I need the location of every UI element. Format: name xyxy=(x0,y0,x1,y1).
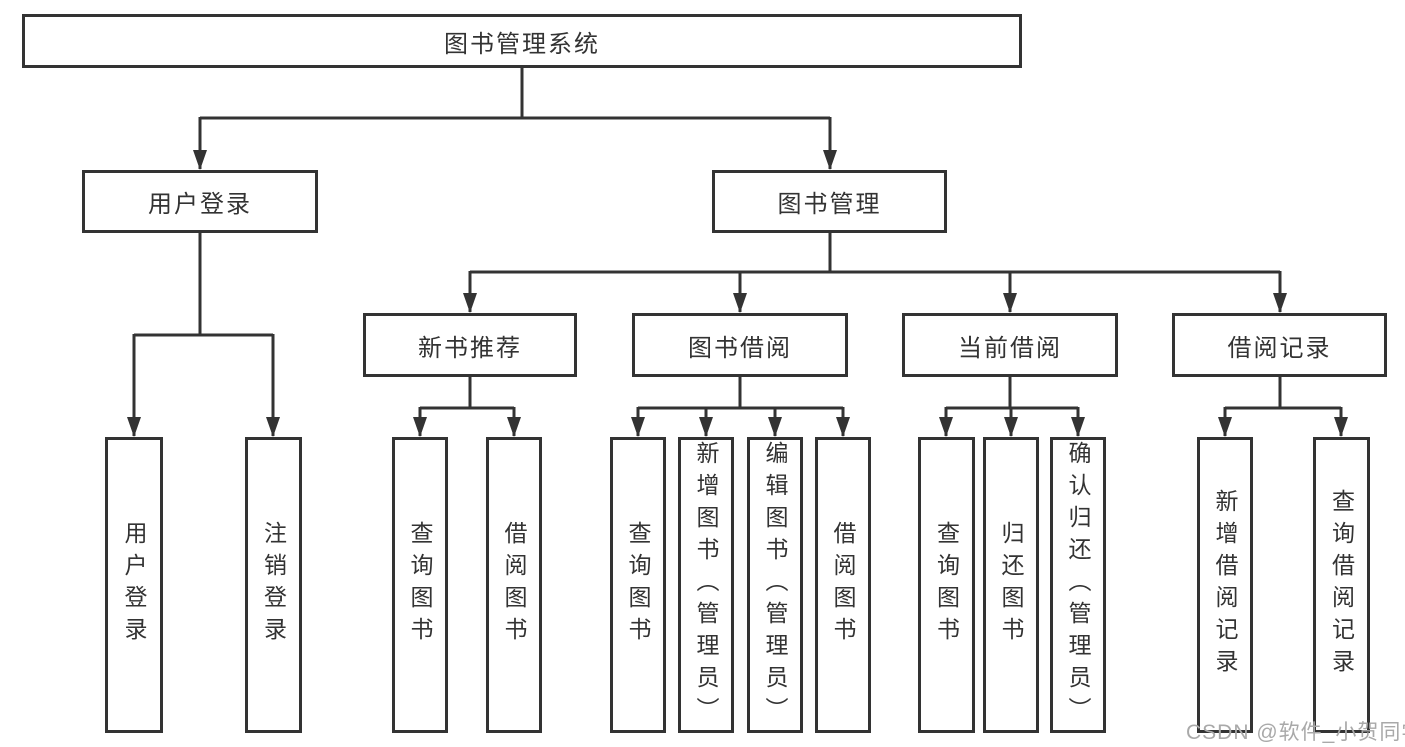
edge-new-book-branch xyxy=(420,377,514,410)
watermark: CSDN @软件_小贺同学 xyxy=(1186,721,1405,744)
node-bb-add-book: 新增图书（管理员） xyxy=(678,437,734,733)
node-logout-leaf: 注销登录 xyxy=(245,437,302,733)
node-book-management: 图书管理 xyxy=(712,170,947,233)
edge-current-borrow-branch xyxy=(946,377,1078,410)
node-nb-query-book: 查询图书 xyxy=(392,437,448,733)
node-nb-borrow-book: 借阅图书 xyxy=(486,437,542,733)
edge-borrow-records-branch xyxy=(1225,377,1341,410)
edge-book-borrow-branch xyxy=(638,377,843,410)
node-cb-query-book: 查询图书 xyxy=(918,437,975,733)
node-bb-borrow-book: 借阅图书 xyxy=(815,437,871,733)
node-bb-edit-book: 编辑图书（管理员） xyxy=(747,437,803,733)
node-borrow-records: 借阅记录 xyxy=(1172,313,1387,377)
edge-root-branch xyxy=(200,68,830,120)
node-new-book-recommend: 新书推荐 xyxy=(363,313,577,377)
node-user-login: 用户登录 xyxy=(82,170,318,233)
node-book-borrow: 图书借阅 xyxy=(632,313,848,377)
edge-user-login-branch xyxy=(134,233,273,337)
node-user-login-leaf: 用户登录 xyxy=(105,437,163,733)
node-bb-query-book: 查询图书 xyxy=(610,437,666,733)
node-root: 图书管理系统 xyxy=(22,14,1022,68)
edge-book-management-branch xyxy=(470,233,1280,274)
node-current-borrow: 当前借阅 xyxy=(902,313,1118,377)
node-br-add-record: 新增借阅记录 xyxy=(1197,437,1253,733)
node-cb-return-book: 归还图书 xyxy=(983,437,1039,733)
node-br-query-record: 查询借阅记录 xyxy=(1313,437,1370,733)
node-cb-confirm-return: 确认归还（管理员） xyxy=(1050,437,1106,733)
